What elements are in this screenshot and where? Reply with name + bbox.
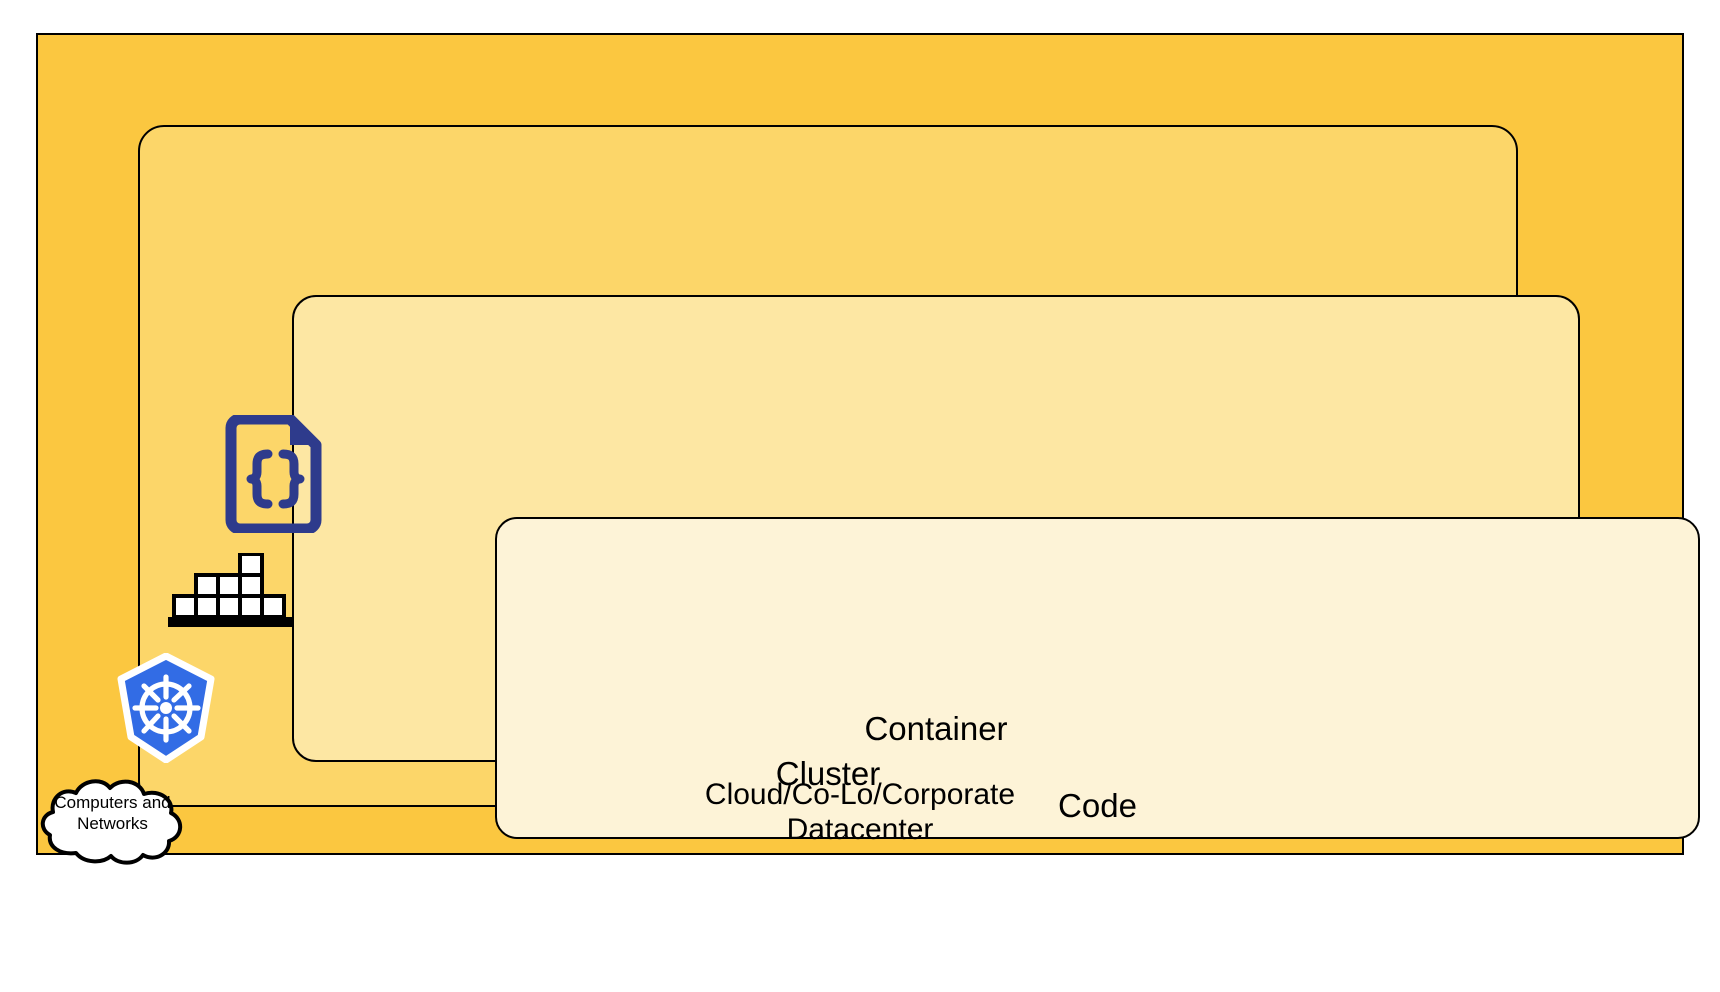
layer-cluster[interactable]: Code Container Cluster — [138, 125, 1700, 839]
layer-label-code: Code — [1058, 787, 1137, 825]
layer-label-datacenter: Cloud/Co-Lo/Corporate Datacenter — [38, 778, 1682, 847]
container-bricks-icon — [168, 553, 292, 627]
layer-datacenter[interactable]: Code Container Cluster Cloud/Co-Lo/Corpo… — [36, 33, 1700, 855]
layer-label-datacenter-line1: Cloud/Co-Lo/Corporate — [704, 778, 1016, 811]
layer-container[interactable]: Code Container — [292, 295, 1700, 839]
cloud-shape — [40, 779, 183, 865]
layer-label-cluster: Cluster — [775, 755, 881, 793]
code-file-icon — [225, 415, 322, 533]
layer-label-datacenter-line2: Datacenter — [786, 812, 934, 846]
layer-code[interactable]: Code — [495, 517, 1700, 839]
layer-label-container: Container — [864, 710, 1008, 748]
kubernetes-logo-icon — [117, 653, 215, 763]
